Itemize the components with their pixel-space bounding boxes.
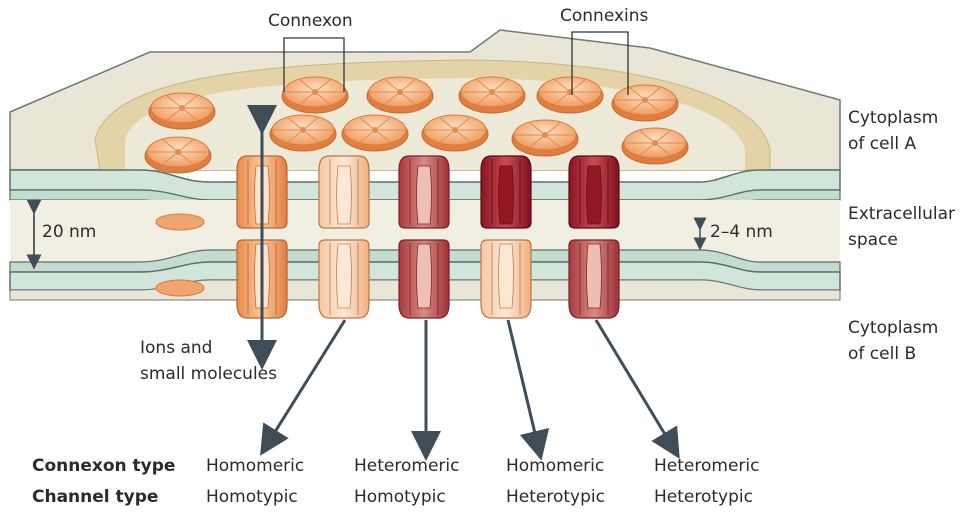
connexins-label: Connexins (560, 6, 648, 26)
channel-type-header: Channel type (32, 487, 158, 507)
cytoplasm-a-label-2: of cell A (848, 134, 916, 154)
connexon-top-view (537, 77, 603, 113)
connexon-top-view (342, 115, 408, 151)
connexon-top-view (622, 128, 688, 164)
connexon-top-view (145, 137, 211, 173)
extracellular-label-1: Extracellular (848, 204, 955, 224)
col4-channel-type: Heterotypic (654, 487, 753, 507)
arrow-col-3 (508, 320, 538, 446)
cytoplasm-a-label-1: Cytoplasm (848, 108, 938, 128)
connexon-hemichannel (481, 240, 531, 318)
cytoplasm-b-label-2: of cell B (848, 344, 916, 364)
cytoplasm-b-label-1: Cytoplasm (848, 318, 938, 338)
connexon-type-header: Connexon type (32, 456, 175, 476)
connexon-top-view (367, 77, 433, 113)
connexon-top-view (270, 115, 336, 151)
arrow-col-1 (268, 320, 345, 443)
connexon-hemichannel (319, 240, 369, 318)
connexon-partial (156, 280, 204, 296)
connexon-hemichannel (569, 240, 619, 318)
col2-connexon-type: Heteromeric (354, 456, 459, 476)
col1-channel-type: Homotypic (206, 487, 298, 507)
connexon-hemichannel (319, 156, 369, 228)
connexon-hemichannel (481, 156, 531, 228)
col3-channel-type: Heterotypic (506, 487, 605, 507)
connexon-top-view (149, 93, 215, 129)
col1-connexon-type: Homomeric (206, 456, 304, 476)
connexon-top-view (459, 77, 525, 113)
gap-2-4nm-label: 2–4 nm (710, 222, 773, 242)
col4-connexon-type: Heteromeric (654, 456, 759, 476)
ions-label-1: Ions and (140, 338, 212, 358)
connexon-hemichannel (569, 156, 619, 228)
col2-channel-type: Homotypic (354, 487, 446, 507)
gap-20nm-label: 20 nm (42, 222, 96, 242)
connexon-top-view (282, 77, 348, 113)
connexon-top-view (512, 120, 578, 156)
connexon-label: Connexon (268, 11, 353, 31)
extracellular-label-2: space (848, 230, 898, 250)
connexon-hemichannel (399, 156, 449, 228)
connexon-hemichannel (399, 240, 449, 318)
connexon-top-view (422, 115, 488, 151)
connexon-partial (156, 214, 204, 230)
arrow-col-4 (596, 320, 672, 446)
col3-connexon-type: Homomeric (506, 456, 604, 476)
ions-label-2: small molecules (140, 364, 277, 384)
connexon-top-view (612, 85, 678, 121)
